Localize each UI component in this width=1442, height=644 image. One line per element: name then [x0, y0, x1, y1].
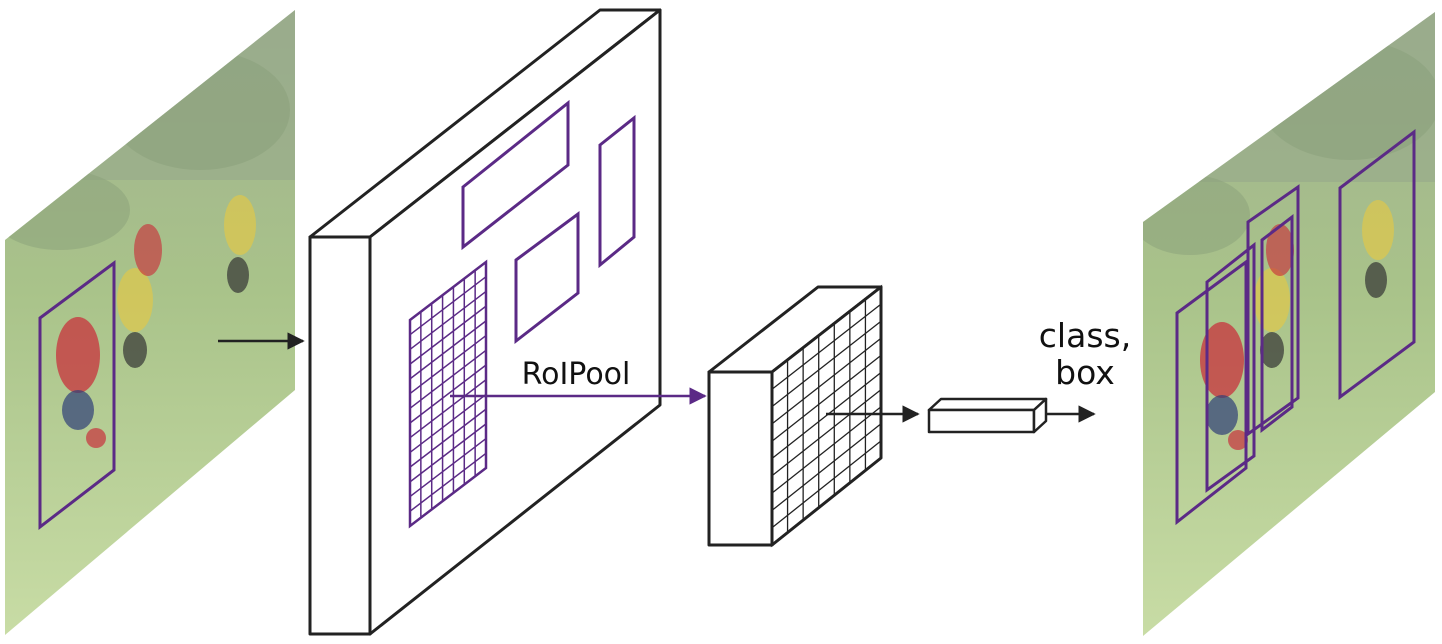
roi-grid-row-line	[409, 423, 487, 483]
roi-grid-row-line	[409, 437, 487, 498]
output-image	[1143, 12, 1435, 636]
output-label-box: box	[1055, 353, 1115, 392]
fc-feature-vector	[927, 397, 1048, 434]
pooled-grid-outline	[770, 284, 883, 548]
detection-box-3	[1246, 184, 1300, 437]
roi-grid-row-line	[409, 393, 487, 454]
roi-grid-row-line	[409, 452, 487, 512]
roi-grid-row-line	[409, 364, 487, 424]
detection-box-5	[1338, 128, 1416, 400]
pooled-grid-row-line	[771, 320, 882, 408]
pooled-grid	[770, 284, 883, 548]
pooled-grid-row-line	[771, 303, 882, 390]
conv-feature-map	[308, 8, 662, 636]
pooled-grid-row-line	[771, 389, 882, 477]
feature-roi-3	[514, 211, 580, 345]
roi-grid-row-line	[409, 349, 487, 409]
roi-grid-row-line	[409, 408, 487, 468]
pooled-grid-row-line	[771, 440, 882, 529]
pooled-grid-row-line	[771, 371, 882, 460]
roi-grid-row-line	[409, 305, 487, 365]
pooled-grid-row-line	[771, 337, 882, 425]
pooled-grid-row-line	[771, 423, 882, 511]
roi-grid-row-line	[409, 290, 487, 351]
input-roi-box	[38, 260, 116, 531]
pooled-grid-row-line	[771, 406, 882, 494]
roi-grid-row-line	[409, 334, 487, 395]
roi-grid-outline	[408, 259, 488, 529]
pooled-feature-block	[707, 284, 883, 548]
roipool-label: RoIPool	[522, 357, 631, 392]
feature-roi-grid	[408, 259, 488, 529]
output-label-class: class,	[1039, 316, 1131, 355]
detection-box-1	[1175, 259, 1248, 526]
roi-grid-row-line	[409, 379, 487, 439]
pooled-grid-row-line	[771, 354, 882, 442]
input-image	[5, 10, 295, 635]
feature-roi-2	[598, 114, 636, 269]
roi-grid-row-line	[409, 276, 487, 336]
roi-grid-row-line	[409, 320, 487, 380]
detection-box-4	[1260, 213, 1294, 434]
detection-box-2	[1205, 241, 1256, 493]
feature-roi-1	[461, 99, 570, 251]
